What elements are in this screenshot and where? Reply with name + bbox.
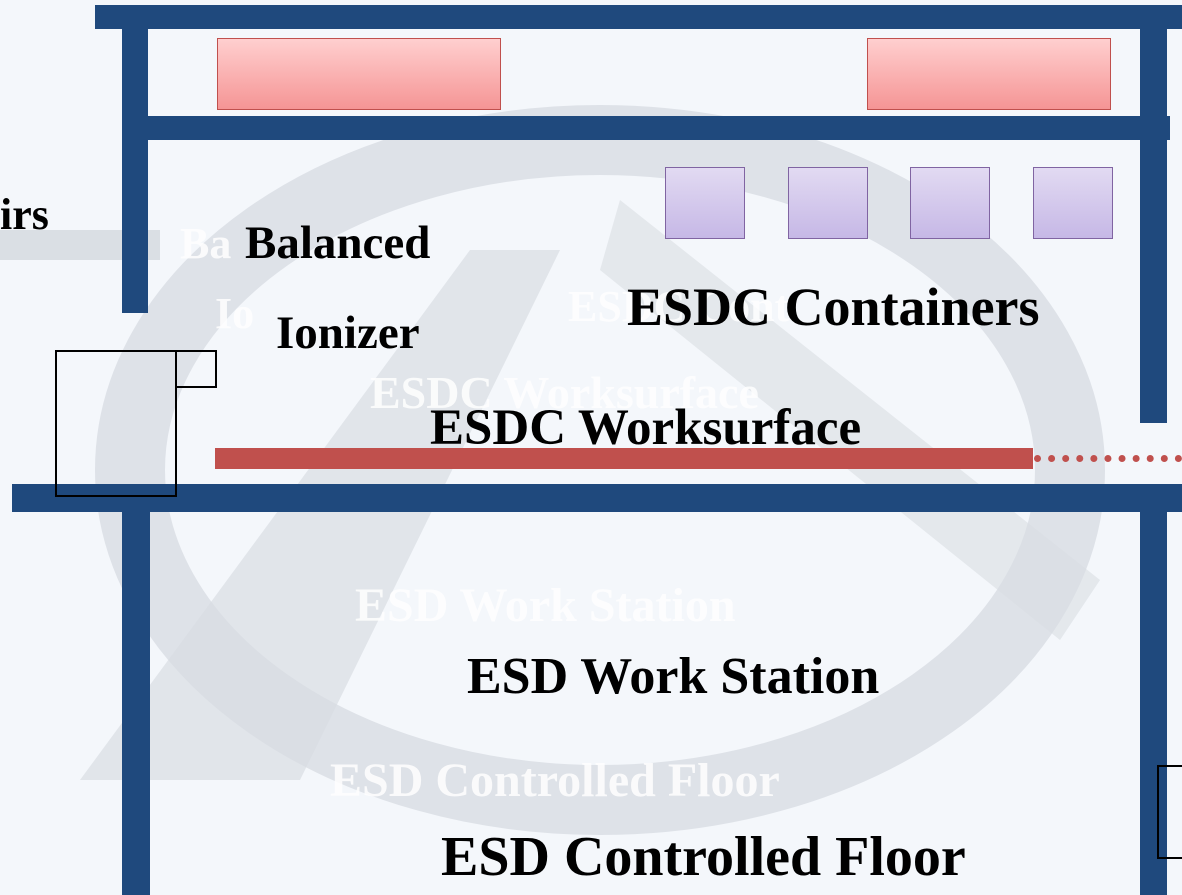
worksurface-extension-dotted-line xyxy=(1034,455,1182,462)
esdc-container-4 xyxy=(1033,167,1113,239)
label-esd-controlled-floor: ESD Controlled Floor xyxy=(441,826,966,888)
frame-right-upper-post xyxy=(1140,5,1167,423)
shelf-item-right xyxy=(867,38,1111,110)
label-ionizer: Ionizer xyxy=(276,307,420,359)
outline-box-left-small xyxy=(175,350,217,388)
esdc-worksurface-bar xyxy=(215,448,1033,469)
ghost-label-balanced: Ba xyxy=(180,219,232,268)
esdc-container-2 xyxy=(788,167,868,239)
label-esd-work-station: ESD Work Station xyxy=(467,648,880,705)
label-balanced: Balanced xyxy=(245,217,431,269)
esdc-container-3 xyxy=(910,167,990,239)
frame-top-bar xyxy=(95,5,1182,29)
frame-upper-shelf-bar xyxy=(122,116,1170,140)
frame-left-upper-post xyxy=(122,5,148,313)
frame-left-lower-post xyxy=(122,484,150,895)
label-esdc-worksurface: ESDC Worksurface xyxy=(430,400,862,456)
shelf-item-left xyxy=(217,38,501,110)
ghost-label-esdc-worksurface: ESDC Worksurface xyxy=(370,367,759,418)
frame-right-lower-post xyxy=(1140,484,1167,895)
ghost-label-ionizer: Io xyxy=(215,289,255,338)
outline-box-right-partial xyxy=(1157,765,1182,859)
outline-box-left-large xyxy=(55,350,177,497)
label-chairs-partial: irs xyxy=(0,190,49,239)
ghost-label-esd-controlled-floor: ESD Controlled Floor xyxy=(330,754,780,807)
esdc-container-1 xyxy=(665,167,745,239)
frame-bench-bar xyxy=(12,484,1182,512)
ghost-label-esd-work-station: ESD Work Station xyxy=(355,579,736,632)
ghost-label-esdc-containers: ESDC Cont xyxy=(568,282,790,331)
label-esdc-containers: ESDC Containers xyxy=(627,277,1040,337)
